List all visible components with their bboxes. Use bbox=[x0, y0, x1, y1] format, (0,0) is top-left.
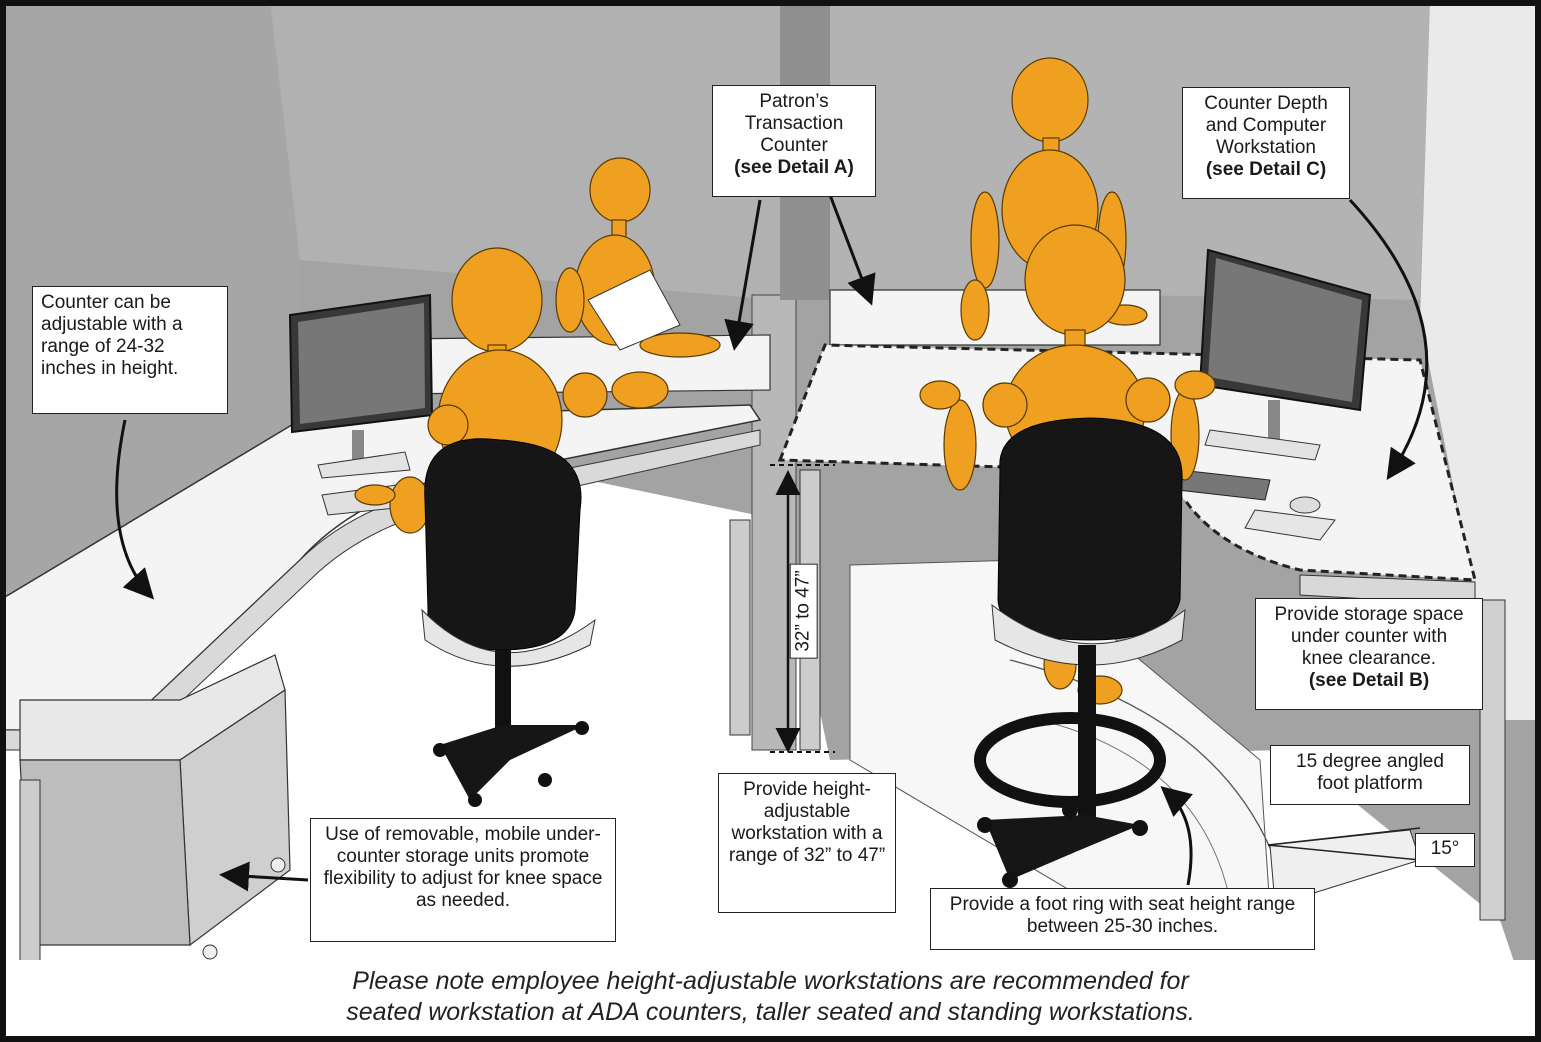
height-range-label: 32” to 47” bbox=[790, 563, 818, 658]
patron-counter-line-3: Counter bbox=[760, 135, 828, 156]
patron-counter-line-1: Patron’s bbox=[759, 91, 828, 112]
callout-counter-depth: Counter Depth and Computer Workstation (… bbox=[1182, 87, 1350, 199]
footer-note-line-2: seated workstation at ADA counters, tall… bbox=[346, 998, 1195, 1026]
mobile-storage-text: Use of removable, mobile under-counter s… bbox=[324, 824, 603, 911]
height-adjustable-text: Provide height-adjustable workstation wi… bbox=[729, 779, 885, 866]
storage-space-ref: (see Detail B) bbox=[1264, 670, 1474, 692]
footer-note-line-1: Please note employee height-adjustable w… bbox=[352, 967, 1189, 995]
foot-platform-text: 15 degree angled foot platform bbox=[1296, 751, 1444, 794]
height-range-text: 32” to 47” bbox=[793, 570, 814, 651]
callout-foot-platform: 15 degree angled foot platform bbox=[1270, 745, 1470, 805]
counter-depth-line-3: Workstation bbox=[1216, 137, 1316, 158]
callout-angle: 15° bbox=[1415, 833, 1475, 867]
counter-depth-line-2: and Computer bbox=[1206, 115, 1326, 136]
callout-mobile-storage: Use of removable, mobile under-counter s… bbox=[310, 818, 616, 942]
adjustable-counter-text: Counter can be adjustable with a range o… bbox=[41, 292, 183, 379]
callout-foot-ring: Provide a foot ring with seat height ran… bbox=[930, 888, 1315, 950]
storage-space-line-2: under counter with bbox=[1291, 626, 1447, 647]
patron-counter-ref: (see Detail A) bbox=[721, 157, 867, 179]
callout-adjustable-counter: Counter can be adjustable with a range o… bbox=[32, 286, 228, 414]
callout-patron-counter: Patron’s Transaction Counter (see Detail… bbox=[712, 85, 876, 197]
patron-counter-line-2: Transaction bbox=[745, 113, 844, 134]
footer-note: Please note employee height-adjustable w… bbox=[0, 966, 1541, 1028]
storage-space-line-3: knee clearance. bbox=[1302, 648, 1436, 669]
storage-space-line-1: Provide storage space bbox=[1274, 604, 1463, 625]
foot-ring-text: Provide a foot ring with seat height ran… bbox=[950, 894, 1295, 937]
counter-depth-ref: (see Detail C) bbox=[1191, 159, 1341, 181]
callout-storage-space: Provide storage space under counter with… bbox=[1255, 598, 1483, 710]
callout-height-adjustable: Provide height-adjustable workstation wi… bbox=[718, 773, 896, 913]
angle-text: 15° bbox=[1431, 838, 1460, 859]
left-back-wall bbox=[270, 0, 780, 300]
counter-depth-line-1: Counter Depth bbox=[1204, 93, 1328, 114]
